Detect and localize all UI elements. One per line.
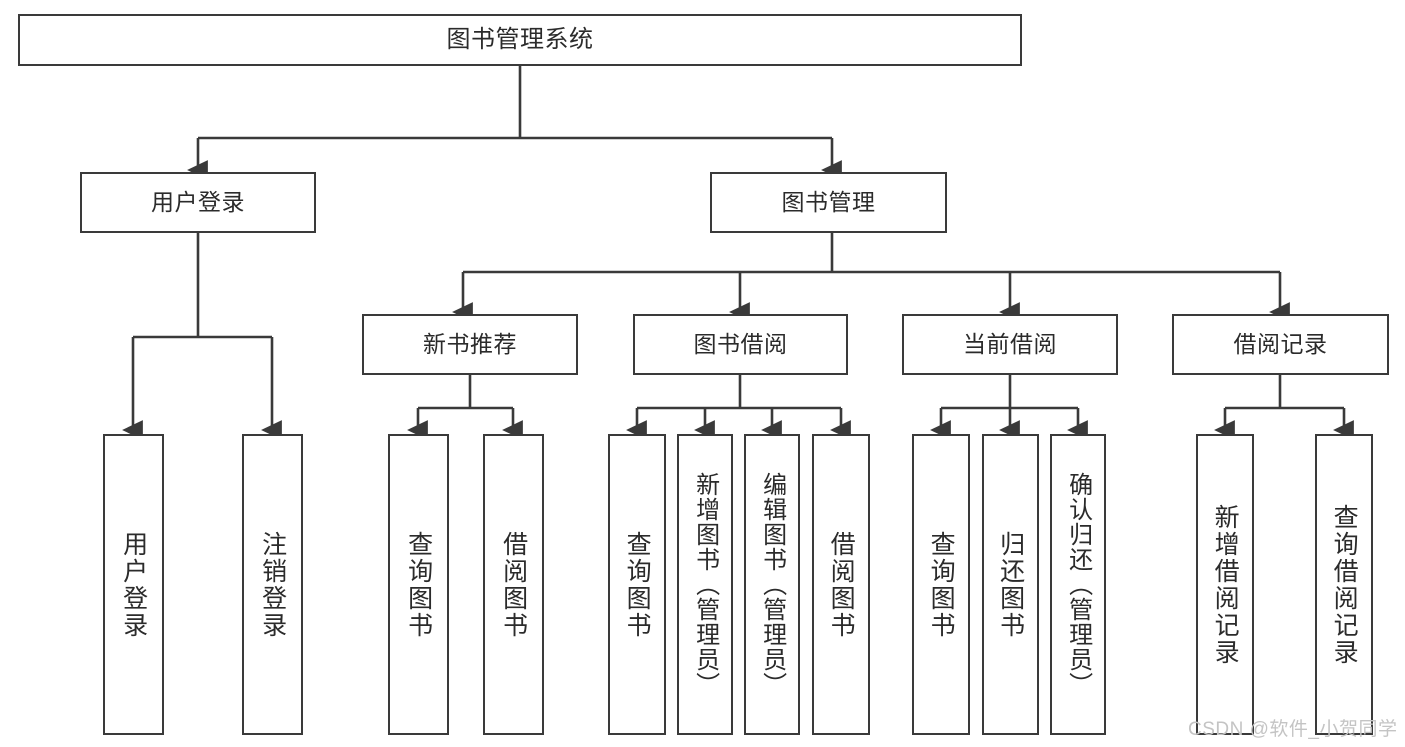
node-label: 当前借阅: [963, 330, 1057, 357]
node-label: 借阅记录: [1233, 330, 1328, 357]
node-label: 图书管理系统: [446, 25, 594, 53]
leaf-add-borrow-record[interactable]: 新增借阅记录: [1196, 434, 1254, 735]
leaf-confirm-return-admin[interactable]: 确认归还（管理员）: [1050, 434, 1106, 735]
node-borrow-record[interactable]: 借阅记录: [1172, 314, 1389, 375]
node-label: 注销登录: [258, 530, 287, 639]
leaf-query-book-recommend[interactable]: 查询图书: [388, 434, 449, 735]
node-label: 图书借阅: [693, 330, 788, 357]
node-label: 确认归还（管理员）: [1064, 472, 1092, 697]
node-label: 图书管理: [781, 188, 876, 215]
node-current-borrow[interactable]: 当前借阅: [902, 314, 1118, 375]
node-label: 借阅图书: [827, 530, 856, 639]
leaf-add-book-admin[interactable]: 新增图书（管理员）: [677, 434, 733, 735]
node-user-login[interactable]: 用户登录: [80, 172, 316, 233]
csdn-watermark: CSDN @软件_小贺同学: [1188, 719, 1398, 740]
node-book-borrow[interactable]: 图书借阅: [633, 314, 848, 375]
leaf-query-borrow-record[interactable]: 查询借阅记录: [1315, 434, 1373, 735]
node-root-system[interactable]: 图书管理系统: [18, 14, 1022, 66]
node-label: 编辑图书（管理员）: [758, 472, 786, 697]
leaf-return-book[interactable]: 归还图书: [982, 434, 1039, 735]
node-label: 用户登录: [151, 188, 245, 215]
leaf-edit-book-admin[interactable]: 编辑图书（管理员）: [744, 434, 800, 735]
leaf-borrow-book-recommend[interactable]: 借阅图书: [483, 434, 544, 735]
leaf-query-book-current[interactable]: 查询图书: [912, 434, 970, 735]
leaf-borrow-book[interactable]: 借阅图书: [812, 434, 870, 735]
node-label: 查询借阅记录: [1330, 503, 1359, 666]
leaf-user-login[interactable]: 用户登录: [103, 434, 164, 735]
node-label: 用户登录: [119, 530, 148, 639]
node-label: 新增借阅记录: [1211, 503, 1240, 666]
node-label: 查询图书: [623, 530, 652, 639]
leaf-logout[interactable]: 注销登录: [242, 434, 303, 735]
node-label: 查询图书: [404, 530, 433, 639]
node-label: 新增图书（管理员）: [691, 472, 719, 697]
node-new-book-recommend[interactable]: 新书推荐: [362, 314, 578, 375]
node-label: 归还图书: [996, 530, 1025, 639]
node-book-management[interactable]: 图书管理: [710, 172, 947, 233]
node-label: 借阅图书: [499, 530, 528, 639]
node-label: 查询图书: [927, 530, 956, 639]
leaf-query-book-borrow[interactable]: 查询图书: [608, 434, 666, 735]
node-label: 新书推荐: [423, 330, 517, 357]
